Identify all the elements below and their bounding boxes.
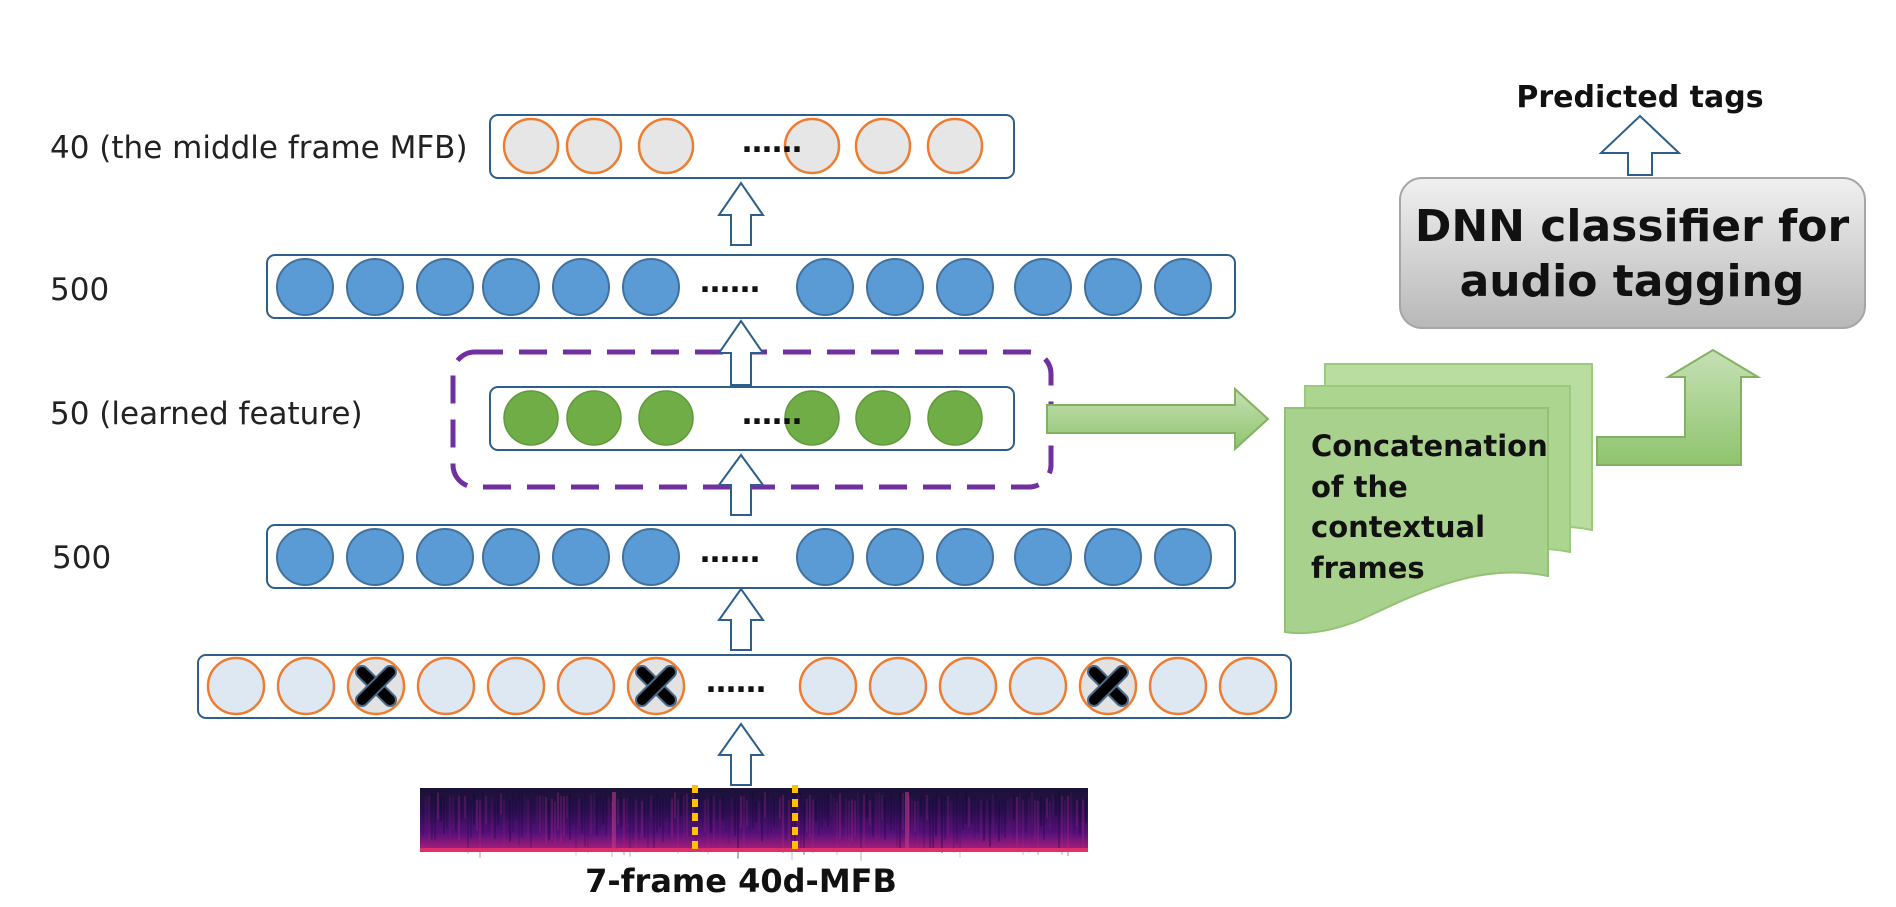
input-node xyxy=(416,656,476,716)
hidden-bottom-node xyxy=(936,528,994,586)
up-arrow-hidden-to-bottleneck xyxy=(717,453,765,516)
concat-line-4: frames xyxy=(1311,551,1425,585)
hidden-bottom-node xyxy=(416,528,474,586)
up-arrow-input-to-hidden xyxy=(717,587,765,651)
input-node xyxy=(276,656,336,716)
output-node xyxy=(926,117,984,175)
output-node xyxy=(854,117,912,175)
feature-node xyxy=(503,390,559,446)
input-caption: 7-frame 40d-MFB xyxy=(585,862,897,900)
input-layer-nodes xyxy=(206,656,1278,716)
hidden-top-node xyxy=(482,258,540,316)
layer-label-hidden-top: 500 xyxy=(50,272,109,308)
hidden-layer-top-nodes xyxy=(276,258,1212,316)
input-node xyxy=(556,656,616,716)
output-node xyxy=(637,117,695,175)
hidden-top-node xyxy=(1014,258,1072,316)
output-layer-nodes xyxy=(502,117,984,175)
hidden-bottom-node xyxy=(482,528,540,586)
hidden-bottom-node xyxy=(866,528,924,586)
hidden-top-node xyxy=(796,258,854,316)
input-layer-ellipsis: …… xyxy=(706,665,766,700)
up-arrow-bottleneck-to-hidden xyxy=(717,319,765,386)
input-node xyxy=(1008,656,1068,716)
hidden-top-node xyxy=(622,258,680,316)
spectrogram xyxy=(420,785,1088,861)
layer-label-output: 40 (the middle frame MFB) xyxy=(50,130,468,166)
concatenation-front-page xyxy=(1284,407,1549,635)
feature-node xyxy=(927,390,983,446)
hidden-bottom-node xyxy=(1014,528,1072,586)
input-node xyxy=(798,656,858,716)
hidden-bottom-node xyxy=(622,528,680,586)
hidden-top-node xyxy=(346,258,404,316)
bottleneck-layer-nodes xyxy=(503,390,983,446)
feature-to-concat-arrow xyxy=(1046,386,1270,452)
classifier-line-2: audio tagging xyxy=(1460,256,1805,307)
up-arrow-to-predicted-tags xyxy=(1598,114,1682,176)
hidden-top-node xyxy=(1084,258,1142,316)
input-node xyxy=(1148,656,1208,716)
hidden-top-node xyxy=(276,258,334,316)
input-node xyxy=(938,656,998,716)
hidden-bottom-node xyxy=(346,528,404,586)
output-node xyxy=(565,117,623,175)
up-arrow-spectrogram-to-input xyxy=(717,722,765,786)
hidden-layer-bottom-nodes xyxy=(276,528,1212,586)
hidden-bottom-ellipsis: …… xyxy=(700,535,760,570)
feature-node xyxy=(855,390,911,446)
concat-line-1: Concatenation xyxy=(1311,429,1548,463)
feature-node xyxy=(566,390,622,446)
hidden-bottom-node xyxy=(276,528,334,586)
classifier-line-1: DNN classifier for xyxy=(1415,201,1850,252)
hidden-top-node xyxy=(1154,258,1212,316)
hidden-top-node xyxy=(866,258,924,316)
input-node xyxy=(1218,656,1278,716)
output-layer-ellipsis: …… xyxy=(742,125,802,160)
dropout-x-icon xyxy=(1087,665,1129,707)
hidden-top-ellipsis: …… xyxy=(700,265,760,300)
hidden-bottom-node xyxy=(1154,528,1212,586)
hidden-bottom-node xyxy=(796,528,854,586)
concatenation-stack xyxy=(1284,363,1593,635)
dropout-x-icon xyxy=(355,665,397,707)
hidden-top-node xyxy=(552,258,610,316)
predicted-tags-label: Predicted tags xyxy=(1516,80,1763,115)
hidden-top-node xyxy=(936,258,994,316)
hidden-bottom-node xyxy=(1084,528,1142,586)
concat-line-3: contextual xyxy=(1311,510,1485,544)
input-node xyxy=(486,656,546,716)
input-node xyxy=(868,656,928,716)
hidden-top-node xyxy=(416,258,474,316)
concat-to-classifier-arrow xyxy=(1596,348,1762,466)
input-node xyxy=(206,656,266,716)
layer-label-hidden-bottom: 500 xyxy=(52,540,111,576)
bottleneck-ellipsis: …… xyxy=(742,397,802,432)
output-node xyxy=(783,117,841,175)
concat-line-2: of the xyxy=(1311,470,1408,504)
up-arrow-hidden-to-output xyxy=(717,181,765,246)
dropout-x-icon xyxy=(635,665,677,707)
feature-node xyxy=(784,390,840,446)
feature-node xyxy=(638,390,694,446)
output-node xyxy=(502,117,560,175)
hidden-bottom-node xyxy=(552,528,610,586)
dnn-classifier-box xyxy=(1399,177,1866,329)
layer-label-bottleneck: 50 (learned feature) xyxy=(50,396,363,432)
